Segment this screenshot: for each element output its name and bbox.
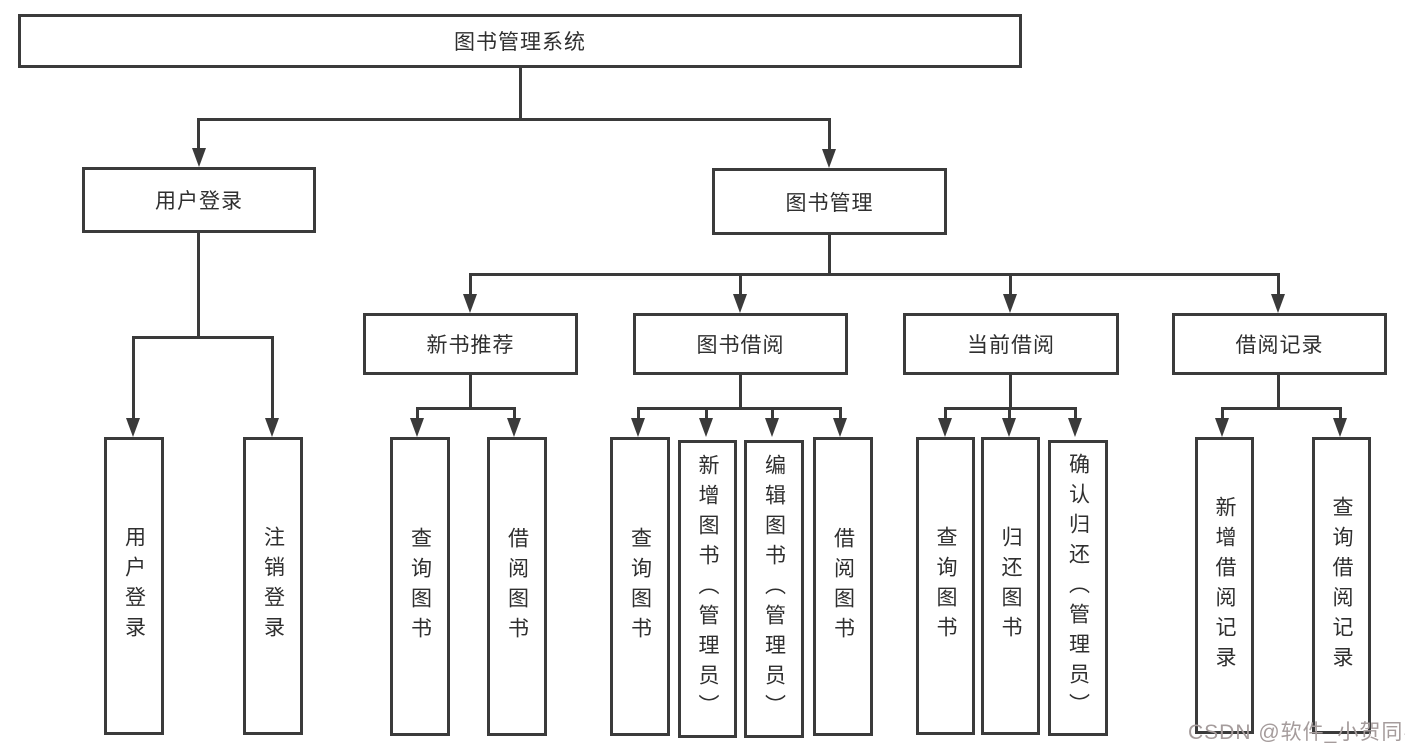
leaf-logout: 注销登录 xyxy=(243,437,303,735)
arrowhead-icon xyxy=(938,418,952,437)
arrowhead-icon xyxy=(507,418,521,437)
root-node-library-system: 图书管理系统 xyxy=(18,14,1022,68)
connector-line xyxy=(416,407,516,410)
connector-line xyxy=(416,407,419,419)
node-label: 新书推荐 xyxy=(426,334,515,357)
node-label: 用户登录 xyxy=(122,526,146,646)
connector-line xyxy=(271,336,274,419)
connector-line xyxy=(513,407,516,419)
arrowhead-icon xyxy=(631,418,645,437)
watermark: CSDN @软件_小贺同学 xyxy=(1188,721,1405,744)
arrowhead-icon xyxy=(733,294,747,313)
connector-line xyxy=(469,273,472,295)
node-label: 用户登录 xyxy=(155,190,243,213)
node-label: 借阅记录 xyxy=(1235,334,1324,357)
arrowhead-icon xyxy=(822,149,836,168)
connector-line xyxy=(1009,273,1012,295)
leaf-query-books-current: 查询图书 xyxy=(916,437,975,735)
leaf-query-borrow-record: 查询借阅记录 xyxy=(1312,437,1371,734)
connector-line xyxy=(132,336,135,419)
connector-line xyxy=(1339,407,1342,419)
node-label: 新增借阅记录 xyxy=(1213,495,1236,676)
connector-line xyxy=(1277,375,1280,407)
connector-line xyxy=(1008,407,1011,419)
arrowhead-icon xyxy=(1333,418,1347,437)
connector-line xyxy=(197,118,200,149)
leaf-confirm-return-admin: 确认归还（管理员） xyxy=(1048,440,1108,736)
connector-line xyxy=(1277,273,1280,295)
node-label: 编辑图书（管理员） xyxy=(762,454,786,724)
node-current-borrowing: 当前借阅 xyxy=(903,313,1119,375)
arrowhead-icon xyxy=(192,148,206,167)
arrowhead-icon xyxy=(463,294,477,313)
node-label: 借阅图书 xyxy=(505,526,529,647)
node-label: 查询图书 xyxy=(408,526,432,647)
arrowhead-icon xyxy=(765,418,779,437)
node-label: 图书管理 xyxy=(785,191,874,215)
connector-line xyxy=(469,273,1280,276)
connector-line xyxy=(469,374,472,407)
connector-line xyxy=(197,118,830,121)
node-label: 图书借阅 xyxy=(696,334,785,357)
arrowhead-icon xyxy=(1215,418,1229,437)
connector-line xyxy=(839,407,842,419)
connector-line xyxy=(705,407,708,419)
node-book-management: 图书管理 xyxy=(712,168,947,235)
connector-line xyxy=(519,68,522,118)
node-label: 当前借阅 xyxy=(967,334,1055,357)
leaf-borrow-books-borrowing: 借阅图书 xyxy=(813,437,873,736)
connector-line xyxy=(944,407,947,419)
node-user-login: 用户登录 xyxy=(82,167,316,233)
node-book-borrowing: 图书借阅 xyxy=(633,313,848,375)
node-label: 查询借阅记录 xyxy=(1330,495,1353,676)
node-new-book-recommendation: 新书推荐 xyxy=(363,313,578,375)
connector-line xyxy=(1074,407,1077,419)
connector-line xyxy=(739,273,742,295)
connector-line xyxy=(1221,407,1224,419)
node-label: 归还图书 xyxy=(999,526,1022,646)
arrowhead-icon xyxy=(265,418,279,437)
connector-line xyxy=(132,336,273,339)
node-label: 查询图书 xyxy=(628,526,652,647)
connector-line xyxy=(828,235,831,273)
connector-line xyxy=(637,407,842,410)
node-label: 确认归还（管理员） xyxy=(1066,453,1090,723)
node-borrowing-records: 借阅记录 xyxy=(1172,313,1387,375)
connector-line xyxy=(828,118,831,149)
arrowhead-icon xyxy=(1003,294,1017,313)
connector-line xyxy=(1221,407,1342,410)
connector-line xyxy=(197,232,200,336)
node-label: 新增图书（管理员） xyxy=(696,454,719,724)
node-label: 查询图书 xyxy=(934,526,957,646)
arrowhead-icon xyxy=(699,418,713,437)
connector-line xyxy=(1009,374,1012,407)
arrowhead-icon xyxy=(410,418,424,437)
leaf-query-books-borrowing: 查询图书 xyxy=(610,437,670,736)
leaf-edit-books-admin: 编辑图书（管理员） xyxy=(744,440,804,738)
leaf-add-books-admin: 新增图书（管理员） xyxy=(678,440,737,738)
leaf-borrow-books-recommend: 借阅图书 xyxy=(487,437,547,736)
connector-line xyxy=(771,407,774,419)
leaf-return-books: 归还图书 xyxy=(981,437,1040,735)
node-label: 借阅图书 xyxy=(831,526,855,647)
arrowhead-icon xyxy=(1271,294,1285,313)
node-label: 注销登录 xyxy=(261,526,285,646)
arrowhead-icon xyxy=(1068,418,1082,437)
leaf-add-borrow-record: 新增借阅记录 xyxy=(1195,437,1254,734)
arrowhead-icon xyxy=(833,418,847,437)
arrowhead-icon xyxy=(1002,418,1016,437)
connector-line xyxy=(637,407,640,419)
leaf-query-books-recommend: 查询图书 xyxy=(390,437,450,736)
node-label: 图书管理系统 xyxy=(454,31,586,54)
arrowhead-icon xyxy=(126,418,140,437)
connector-line xyxy=(739,374,742,407)
leaf-user-login: 用户登录 xyxy=(104,437,164,735)
